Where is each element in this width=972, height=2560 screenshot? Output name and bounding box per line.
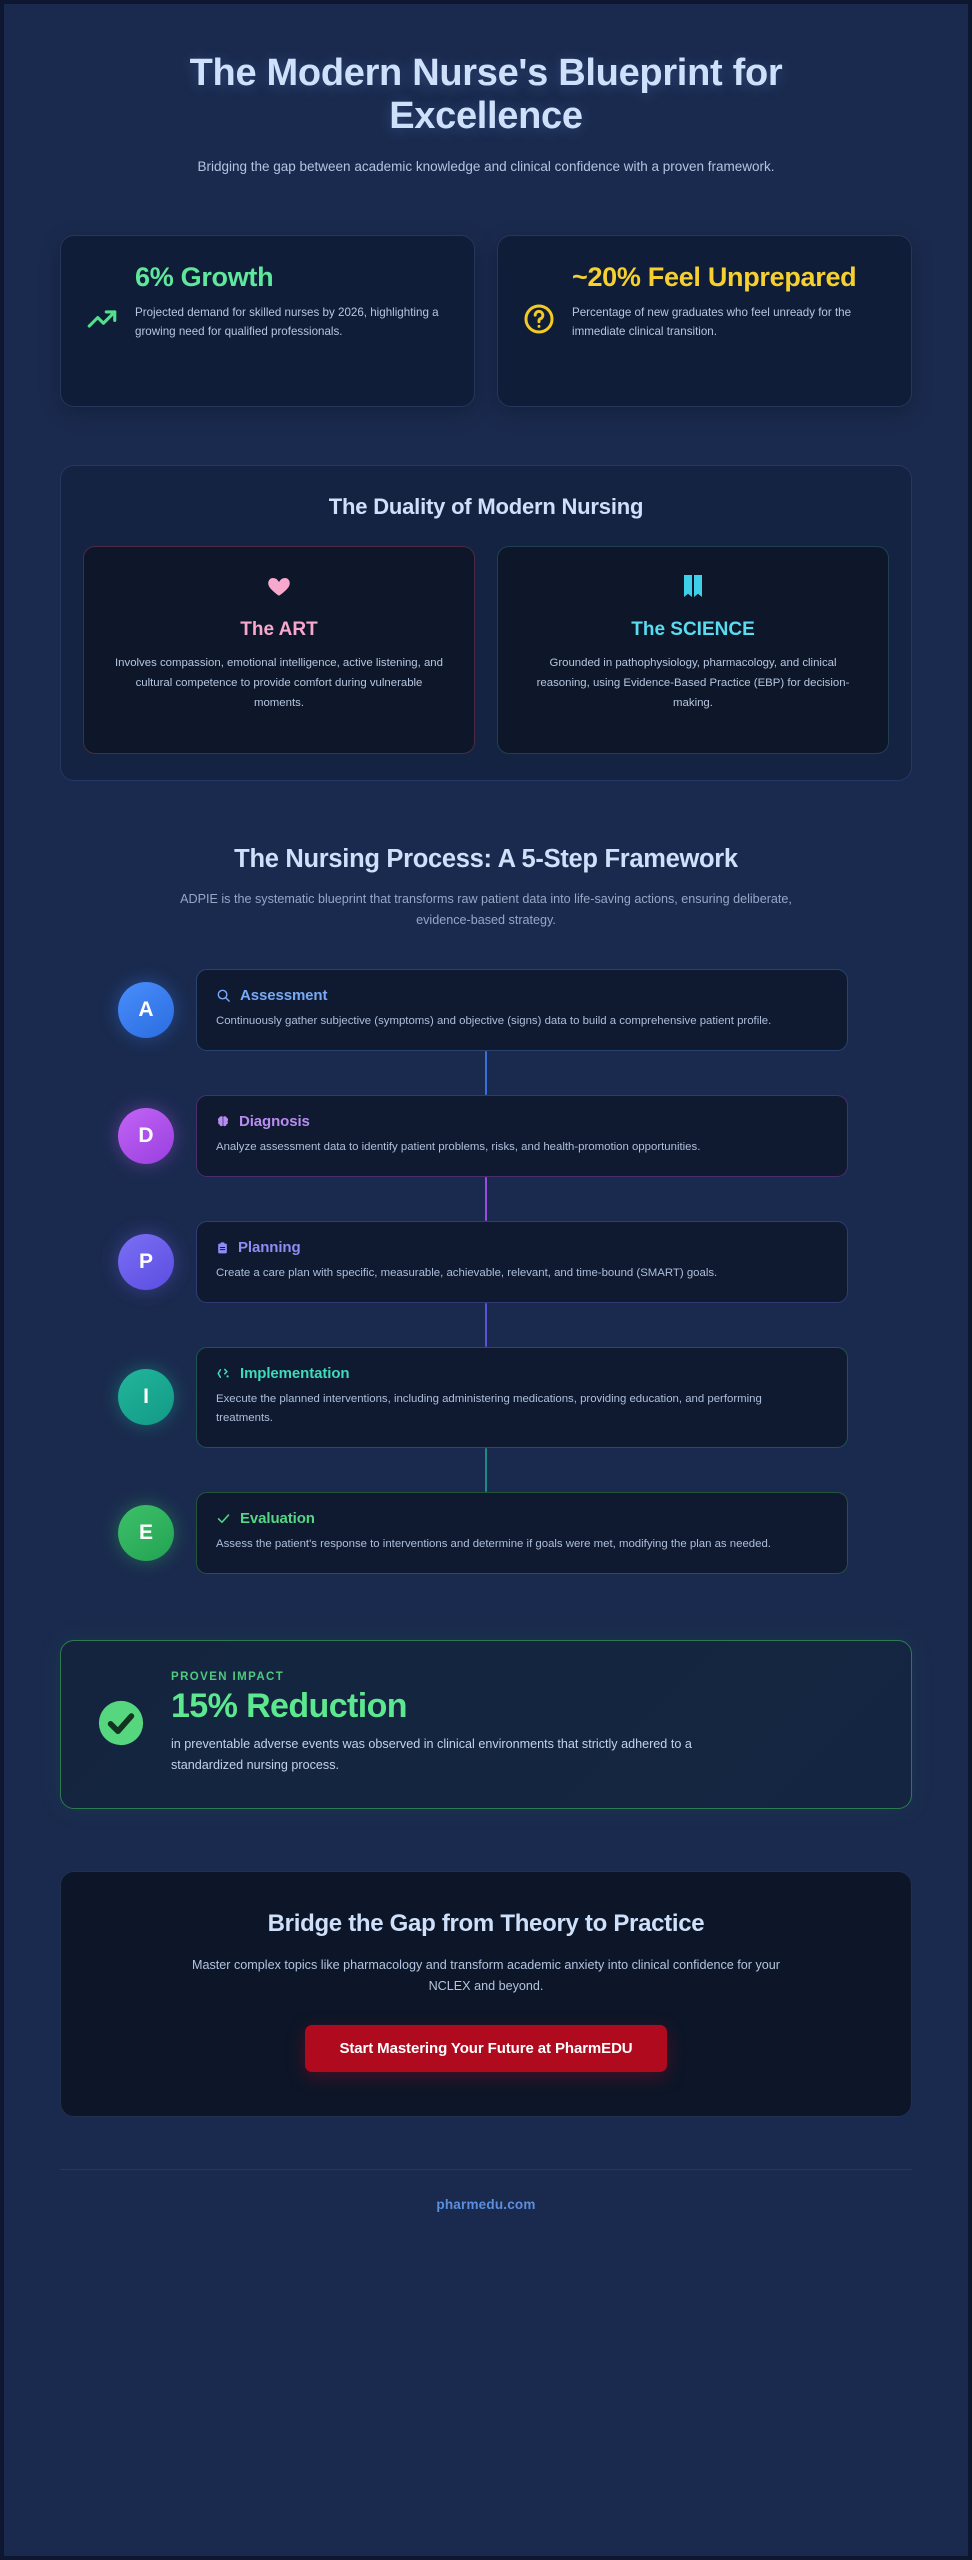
duality-card-science: The SCIENCE Grounded in pathophysiology,… bbox=[497, 546, 889, 755]
stat-card-unprepared: ~20% Feel Unprepared Percentage of new g… bbox=[497, 235, 912, 408]
step-badge-letter: I bbox=[118, 1369, 174, 1426]
heart-icon bbox=[104, 573, 454, 603]
check-icon bbox=[216, 1511, 231, 1526]
step-card: Implementation Execute the planned inter… bbox=[196, 1347, 848, 1448]
process-subtitle: ADPIE is the systematic blueprint that t… bbox=[180, 892, 792, 928]
process-step-planning: P Planning bbox=[60, 1221, 912, 1304]
step-description: Continuously gather subjective (symptoms… bbox=[216, 1015, 772, 1028]
process-title: The Nursing Process: A 5-Step Framework bbox=[234, 845, 738, 874]
process-step-implementation: I Implementation bbox=[60, 1347, 912, 1448]
process-section: The Nursing Process: A 5-Step Framework … bbox=[60, 845, 912, 1574]
step-card: Diagnosis Analyze assessment data to ide… bbox=[196, 1095, 848, 1178]
duality-card-name: The ART bbox=[240, 619, 318, 641]
impact-banner: PROVEN IMPACT 15% Reduction in preventab… bbox=[60, 1639, 912, 1810]
step-name: Assessment bbox=[240, 987, 328, 1005]
page-title: The Modern Nurse's Blueprint for Excelle… bbox=[189, 52, 783, 138]
stat-description: Percentage of new graduates who feel unr… bbox=[572, 305, 852, 339]
brain-icon bbox=[216, 1114, 230, 1129]
cta-section: Bridge the Gap from Theory to Practice M… bbox=[60, 1871, 912, 2117]
start-mastering-button[interactable]: Start Mastering Your Future at PharmEDU bbox=[305, 2024, 667, 2072]
duality-panel: The Duality of Modern Nursing The ART In… bbox=[60, 465, 912, 782]
book-icon bbox=[518, 573, 868, 603]
process-steps: A Assessment Continuously gather subject… bbox=[60, 969, 912, 1574]
page-footer: pharmedu.com bbox=[60, 2168, 912, 2258]
step-name: Evaluation bbox=[240, 1509, 315, 1527]
duality-title: The Duality of Modern Nursing bbox=[328, 494, 644, 520]
help-circle-icon bbox=[522, 302, 556, 336]
step-name: Diagnosis bbox=[239, 1113, 310, 1131]
step-card: Planning Create a care plan with specifi… bbox=[196, 1221, 848, 1304]
step-description: Create a care plan with specific, measur… bbox=[216, 1267, 718, 1280]
stat-value: ~20% Feel Unprepared bbox=[572, 262, 857, 293]
duality-card-art: The ART Involves compassion, emotional i… bbox=[83, 546, 475, 755]
step-card: Evaluation Assess the patient's response… bbox=[196, 1491, 848, 1574]
duality-card-name: The SCIENCE bbox=[631, 619, 755, 641]
process-step-assessment: A Assessment Continuously gather subject… bbox=[60, 969, 912, 1052]
stat-description: Projected demand for skilled nurses by 2… bbox=[135, 305, 439, 339]
clipboard-icon bbox=[216, 1240, 229, 1256]
duality-card-description: Involves compassion, emotional intellige… bbox=[115, 657, 443, 709]
step-connector bbox=[60, 1177, 912, 1222]
trending-up-icon bbox=[85, 302, 119, 336]
cta-subtitle: Master complex topics like pharmacology … bbox=[192, 1958, 780, 1994]
footer-website-link[interactable]: pharmedu.com bbox=[436, 2196, 536, 2212]
impact-description: in preventable adverse events was observ… bbox=[171, 1736, 692, 1773]
check-circle-icon bbox=[95, 1697, 147, 1749]
step-name: Implementation bbox=[240, 1365, 350, 1383]
step-badge-letter: E bbox=[118, 1504, 174, 1561]
step-badge-letter: P bbox=[118, 1234, 174, 1291]
stats-row: 6% Growth Projected demand for skilled n… bbox=[60, 235, 912, 408]
step-badge-letter: D bbox=[118, 1108, 174, 1165]
process-step-diagnosis: D Diagnosis Analyze assessment data bbox=[60, 1095, 912, 1178]
step-connector bbox=[60, 1303, 912, 1348]
search-icon bbox=[216, 988, 231, 1003]
step-description: Analyze assessment data to identify pati… bbox=[216, 1141, 701, 1154]
impact-eyebrow: PROVEN IMPACT bbox=[171, 1670, 285, 1683]
step-connector bbox=[60, 1051, 912, 1096]
step-connector bbox=[60, 1447, 912, 1492]
page-subtitle: Bridging the gap between academic knowle… bbox=[197, 158, 775, 174]
step-description: Assess the patient's response to interve… bbox=[216, 1537, 771, 1550]
step-name: Planning bbox=[238, 1239, 301, 1257]
process-step-evaluation: E Evaluation Assess the patient's respon… bbox=[60, 1491, 912, 1574]
impact-value: 15% Reduction bbox=[171, 1686, 408, 1725]
stat-card-growth: 6% Growth Projected demand for skilled n… bbox=[60, 235, 475, 408]
duality-cards: The ART Involves compassion, emotional i… bbox=[83, 546, 889, 755]
step-badge-letter: A bbox=[118, 982, 174, 1039]
duality-card-description: Grounded in pathophysiology, pharmacolog… bbox=[536, 657, 850, 709]
step-card: Assessment Continuously gather subjectiv… bbox=[196, 969, 848, 1052]
stat-value: 6% Growth bbox=[135, 262, 274, 293]
step-description: Execute the planned interventions, inclu… bbox=[216, 1393, 762, 1424]
activity-icon bbox=[216, 1366, 231, 1381]
page-header: The Modern Nurse's Blueprint for Excelle… bbox=[60, 38, 912, 177]
cta-title: Bridge the Gap from Theory to Practice bbox=[267, 1910, 705, 1938]
